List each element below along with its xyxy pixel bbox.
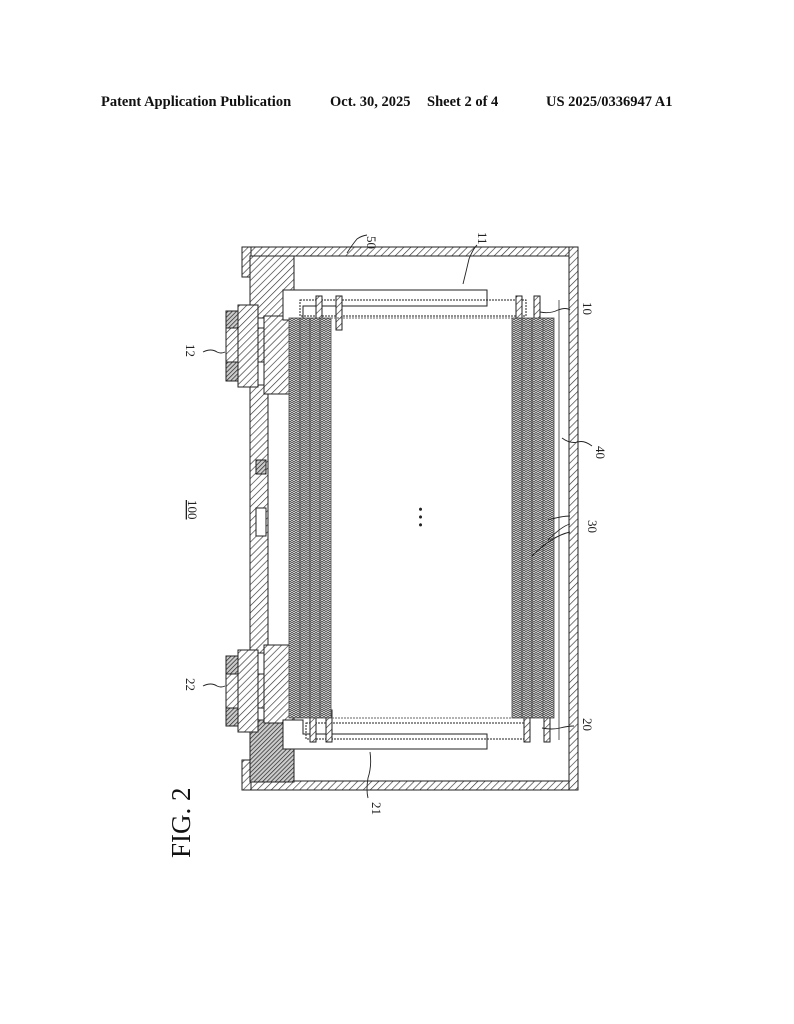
cap-plate: [249, 255, 295, 783]
electrode-stack-right: [511, 317, 555, 719]
tab-first: [282, 289, 541, 331]
label-terminal-first: 12: [183, 344, 198, 357]
label-stack: 30: [585, 520, 600, 533]
label-device: 100: [185, 500, 200, 520]
ellipsis-mark: • • •: [413, 507, 428, 527]
header-publication: Patent Application Publication: [101, 94, 292, 110]
label-terminal-second: 22: [183, 678, 198, 691]
inner-boundary: [330, 317, 513, 719]
figure-title: FIG. 2: [166, 787, 196, 858]
tab-second: [282, 709, 551, 750]
header-date: Oct. 30, 2025: [330, 94, 411, 110]
header-patent-number: US 2025/0336947 A1: [546, 94, 673, 110]
leader-lines: [202, 234, 593, 799]
label-tab-second: 21: [369, 802, 384, 815]
terminal-first: [225, 304, 297, 395]
label-separator: 40: [593, 446, 608, 459]
terminal-second: [225, 644, 297, 733]
label-case: 50: [364, 236, 379, 249]
label-tab-first: 11: [475, 232, 490, 245]
header-sheet: Sheet 2 of 4: [427, 94, 499, 110]
label-electrode-first: 10: [580, 302, 595, 315]
electrode-stack-left: [288, 317, 332, 719]
label-electrode-second: 20: [580, 718, 595, 731]
